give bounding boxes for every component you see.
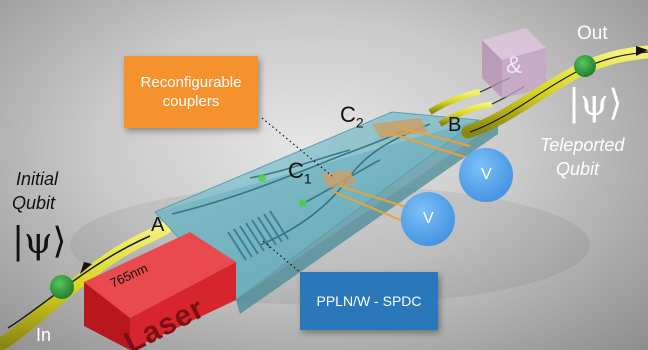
teleported-ket: |ψ⟩ <box>568 83 623 124</box>
node-a-label: A <box>151 214 165 236</box>
input-node <box>50 275 74 299</box>
c1-sub: 1 <box>303 170 312 187</box>
reconfigurable-line1: Reconfigurable <box>140 73 242 91</box>
photon-dot <box>299 199 307 207</box>
leader-reconfigurable <box>261 117 333 177</box>
detector-v-label-1: V <box>423 210 434 227</box>
output-fiber-core <box>469 51 648 133</box>
and-gate-box-icon <box>482 28 546 98</box>
c1-base: C <box>288 158 304 183</box>
c2-sub: 2 <box>355 114 364 131</box>
detector-icon <box>401 192 455 246</box>
chip-front <box>236 122 498 314</box>
c2-base: C <box>340 102 356 127</box>
arrow-in-icon <box>80 262 92 274</box>
teleported-qubit-line1: Teleported <box>540 135 625 155</box>
coupler-c1-label: C1 <box>288 158 312 187</box>
ppln-grating <box>227 210 289 261</box>
in-label: In <box>36 325 52 345</box>
initial-ket: |ψ⟩ <box>12 221 67 262</box>
and-symbol: & <box>506 52 523 79</box>
initial-qubit-line1: Initial <box>16 169 59 189</box>
reconfigurable-line2: couplers <box>162 93 220 110</box>
laser-block-icon <box>84 232 236 350</box>
arrow-out-icon <box>636 46 648 56</box>
photon-dot <box>258 174 266 182</box>
teleported-qubit-line2: Qubit <box>556 159 600 179</box>
electrode-pad-c1 <box>322 170 356 188</box>
node-b-label: B <box>448 114 462 136</box>
detector-v-label-2: V <box>481 166 492 183</box>
detector-icon <box>459 148 513 202</box>
ppln-spdc-callout: PPLN/W - SPDC <box>300 272 438 330</box>
reconfigurable-couplers-callout: Reconfigurable couplers <box>124 56 258 128</box>
out-label: Out <box>577 23 608 44</box>
ppln-label: PPLN/W - SPDC <box>316 293 422 309</box>
electrode-wires <box>331 126 471 223</box>
coupler-c2-label: C2 <box>340 102 364 131</box>
initial-qubit-line2: Qubit <box>12 193 56 213</box>
output-node <box>574 55 596 77</box>
